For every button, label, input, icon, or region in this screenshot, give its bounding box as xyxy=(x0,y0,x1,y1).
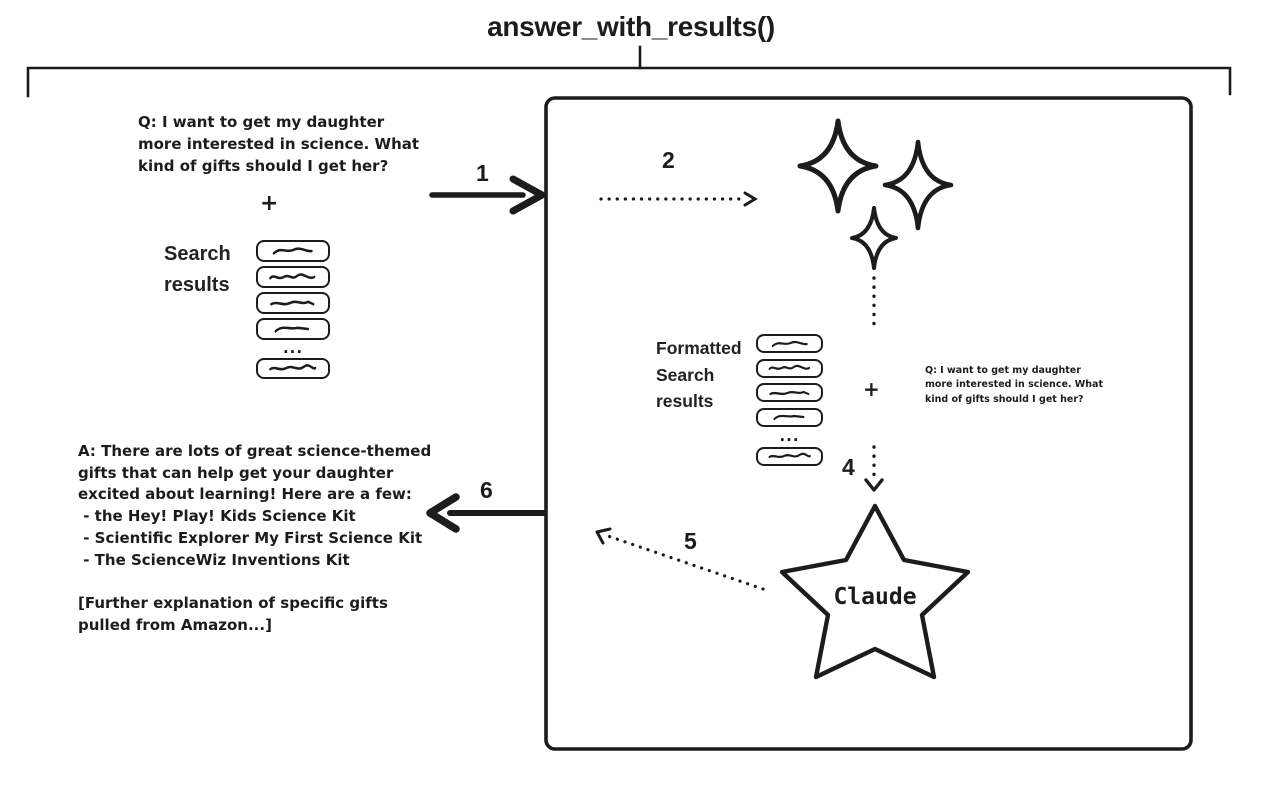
sparkle-medium-icon xyxy=(882,139,954,231)
search-results-stack: ... xyxy=(256,240,330,379)
arrow-6 xyxy=(426,493,547,533)
claude-star-icon xyxy=(779,503,971,680)
squiggle-icon xyxy=(269,273,316,280)
squiggle-icon xyxy=(270,300,315,306)
formatted-result-item xyxy=(756,358,823,378)
processing-box-outline xyxy=(544,96,1193,751)
squiggle-icon xyxy=(773,414,805,421)
sparkle-small-icon xyxy=(850,206,898,270)
formatted-results-label: Formatted Search results xyxy=(656,338,742,411)
dotted-arrow-5 xyxy=(595,527,765,591)
squiggle-icon xyxy=(769,390,810,395)
search-result-item xyxy=(256,266,330,288)
squiggle-icon xyxy=(771,340,808,347)
search-result-item xyxy=(256,292,330,314)
search-results-label: Search results xyxy=(164,243,231,296)
results-ellipsis: ... xyxy=(282,339,304,357)
squiggle-icon xyxy=(274,326,310,333)
answer-text: A: There are lots of great science-theme… xyxy=(78,442,432,634)
results-ellipsis: ... xyxy=(779,427,800,445)
formatted-result-item xyxy=(756,407,823,427)
step-1-label: 1 xyxy=(476,160,489,186)
squiggle-icon xyxy=(273,247,313,255)
search-result-item xyxy=(256,240,330,262)
step-5-label: 5 xyxy=(684,528,697,554)
formatted-result-item xyxy=(756,383,823,402)
scope-bracket xyxy=(26,45,1232,98)
formatted-result-item xyxy=(756,446,823,466)
sparkle-large-icon xyxy=(797,118,879,214)
inner-question-text: Q: I want to get my daughter more intere… xyxy=(925,365,1103,405)
formatted-results-stack: ... xyxy=(756,334,823,466)
arrow-1 xyxy=(429,175,546,215)
plus-sign-inner: + xyxy=(863,377,880,401)
sparkles-icon xyxy=(797,118,954,270)
dotted-arrow-2 xyxy=(599,191,758,207)
claude-star-label: Claude xyxy=(833,584,917,610)
squiggle-icon xyxy=(768,364,810,371)
plus-sign-left: + xyxy=(260,191,279,216)
search-result-item xyxy=(256,357,330,379)
formatted-result-item xyxy=(756,334,823,353)
search-result-item xyxy=(256,318,330,340)
squiggle-icon xyxy=(768,452,811,459)
diagram-title: answer_with_results() xyxy=(487,11,775,42)
step-2-label: 2 xyxy=(662,147,675,173)
user-question-text: Q: I want to get my daughter more intere… xyxy=(138,113,420,175)
squiggle-icon xyxy=(269,364,317,371)
step-6-label: 6 xyxy=(480,477,493,503)
step-4-label: 4 xyxy=(842,454,855,480)
dotted-arrow-4 xyxy=(864,445,884,492)
